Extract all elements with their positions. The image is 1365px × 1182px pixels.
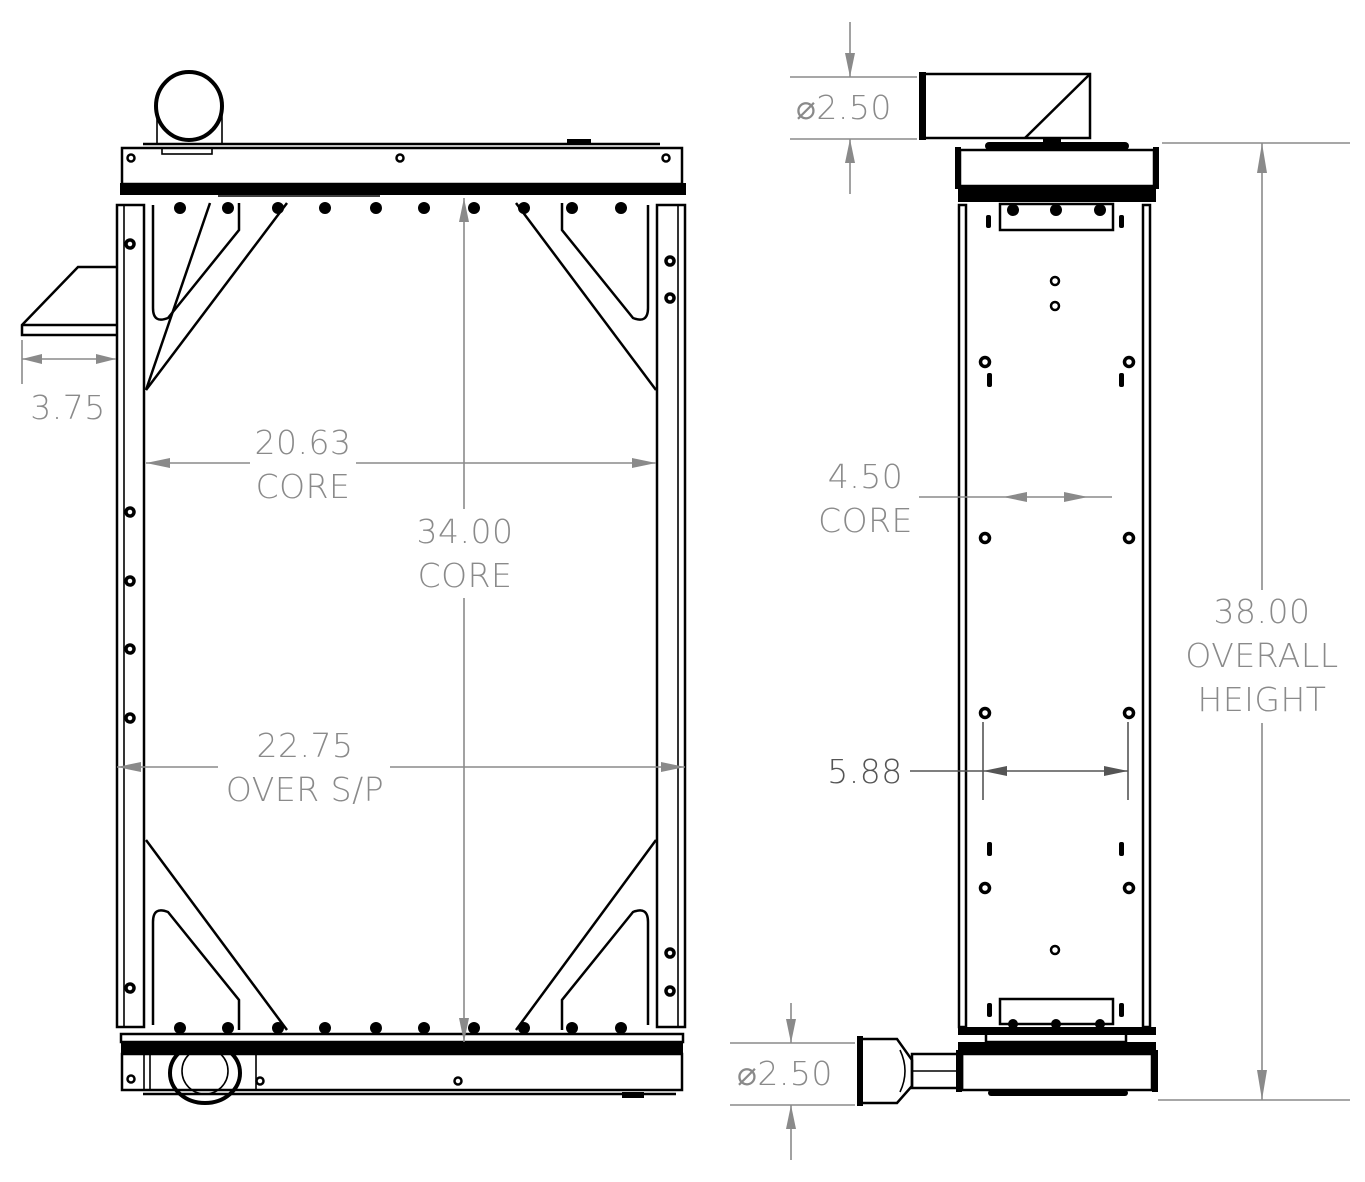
bottom-tank	[119, 1032, 685, 1105]
dim-core-height-value: 34.00	[416, 512, 514, 551]
dim-outlet-diameter-value: 2.50	[757, 1054, 833, 1093]
dim-inlet-diameter-label: ⌀2.50	[796, 86, 912, 130]
side-dimensions	[730, 22, 1350, 1160]
dim-mount-spacing-value: 5.88	[827, 752, 903, 791]
dim-core-depth-value: 4.50	[827, 457, 904, 496]
corner-braces	[144, 202, 658, 1031]
side-plates	[115, 203, 687, 1029]
left-mount-bracket	[20, 265, 116, 337]
side-inlet-elbow	[919, 72, 1092, 145]
dim-core-depth-label: 4.50 CORE	[803, 455, 928, 543]
dim-overall-height-caption-1: OVERALL	[1185, 636, 1339, 675]
dim-overall-height-value: 38.00	[1213, 592, 1311, 631]
side-outlet-pipe	[857, 1036, 964, 1106]
dim-over-sp-value: 22.75	[256, 726, 354, 765]
top-inlet-pipe	[154, 70, 224, 155]
side-rails	[957, 203, 1152, 1029]
bottom-bolts	[174, 1022, 627, 1034]
side-view	[857, 72, 1159, 1106]
dim-inlet-diameter-value: 2.50	[816, 88, 892, 127]
dim-overall-height-label: 38.00 OVERALL HEIGHT	[1172, 590, 1352, 722]
dim-outlet-diameter-label: ⌀2.50	[737, 1052, 853, 1096]
dim-offset-value: 3.75	[30, 388, 106, 427]
dim-core-width-value: 20.63	[254, 423, 352, 462]
dim-core-height-label: 34.00 CORE	[400, 510, 530, 598]
dim-overall-height-caption-2: HEIGHT	[1197, 680, 1327, 719]
dim-core-height-caption: CORE	[417, 556, 513, 595]
dim-core-width-caption: CORE	[255, 467, 351, 506]
diameter-symbol: ⌀	[796, 88, 817, 127]
dim-core-width-label: 20.63 CORE	[238, 421, 368, 509]
front-dimensions	[21, 198, 685, 1042]
top-bolts	[174, 202, 627, 214]
side-holes	[978, 215, 1136, 1017]
side-top-tank	[955, 142, 1159, 232]
top-tank	[120, 139, 686, 197]
dim-offset-label: 3.75	[28, 386, 108, 430]
dim-core-depth-caption: CORE	[818, 501, 913, 540]
side-bottom-tank	[956, 997, 1158, 1096]
dim-over-sp-label: 22.75 OVER S/P	[210, 724, 400, 812]
diameter-symbol: ⌀	[737, 1054, 758, 1093]
dim-mount-spacing-label: 5.88	[822, 750, 908, 794]
dim-over-sp-caption: OVER S/P	[225, 770, 385, 809]
front-view	[20, 70, 687, 1105]
